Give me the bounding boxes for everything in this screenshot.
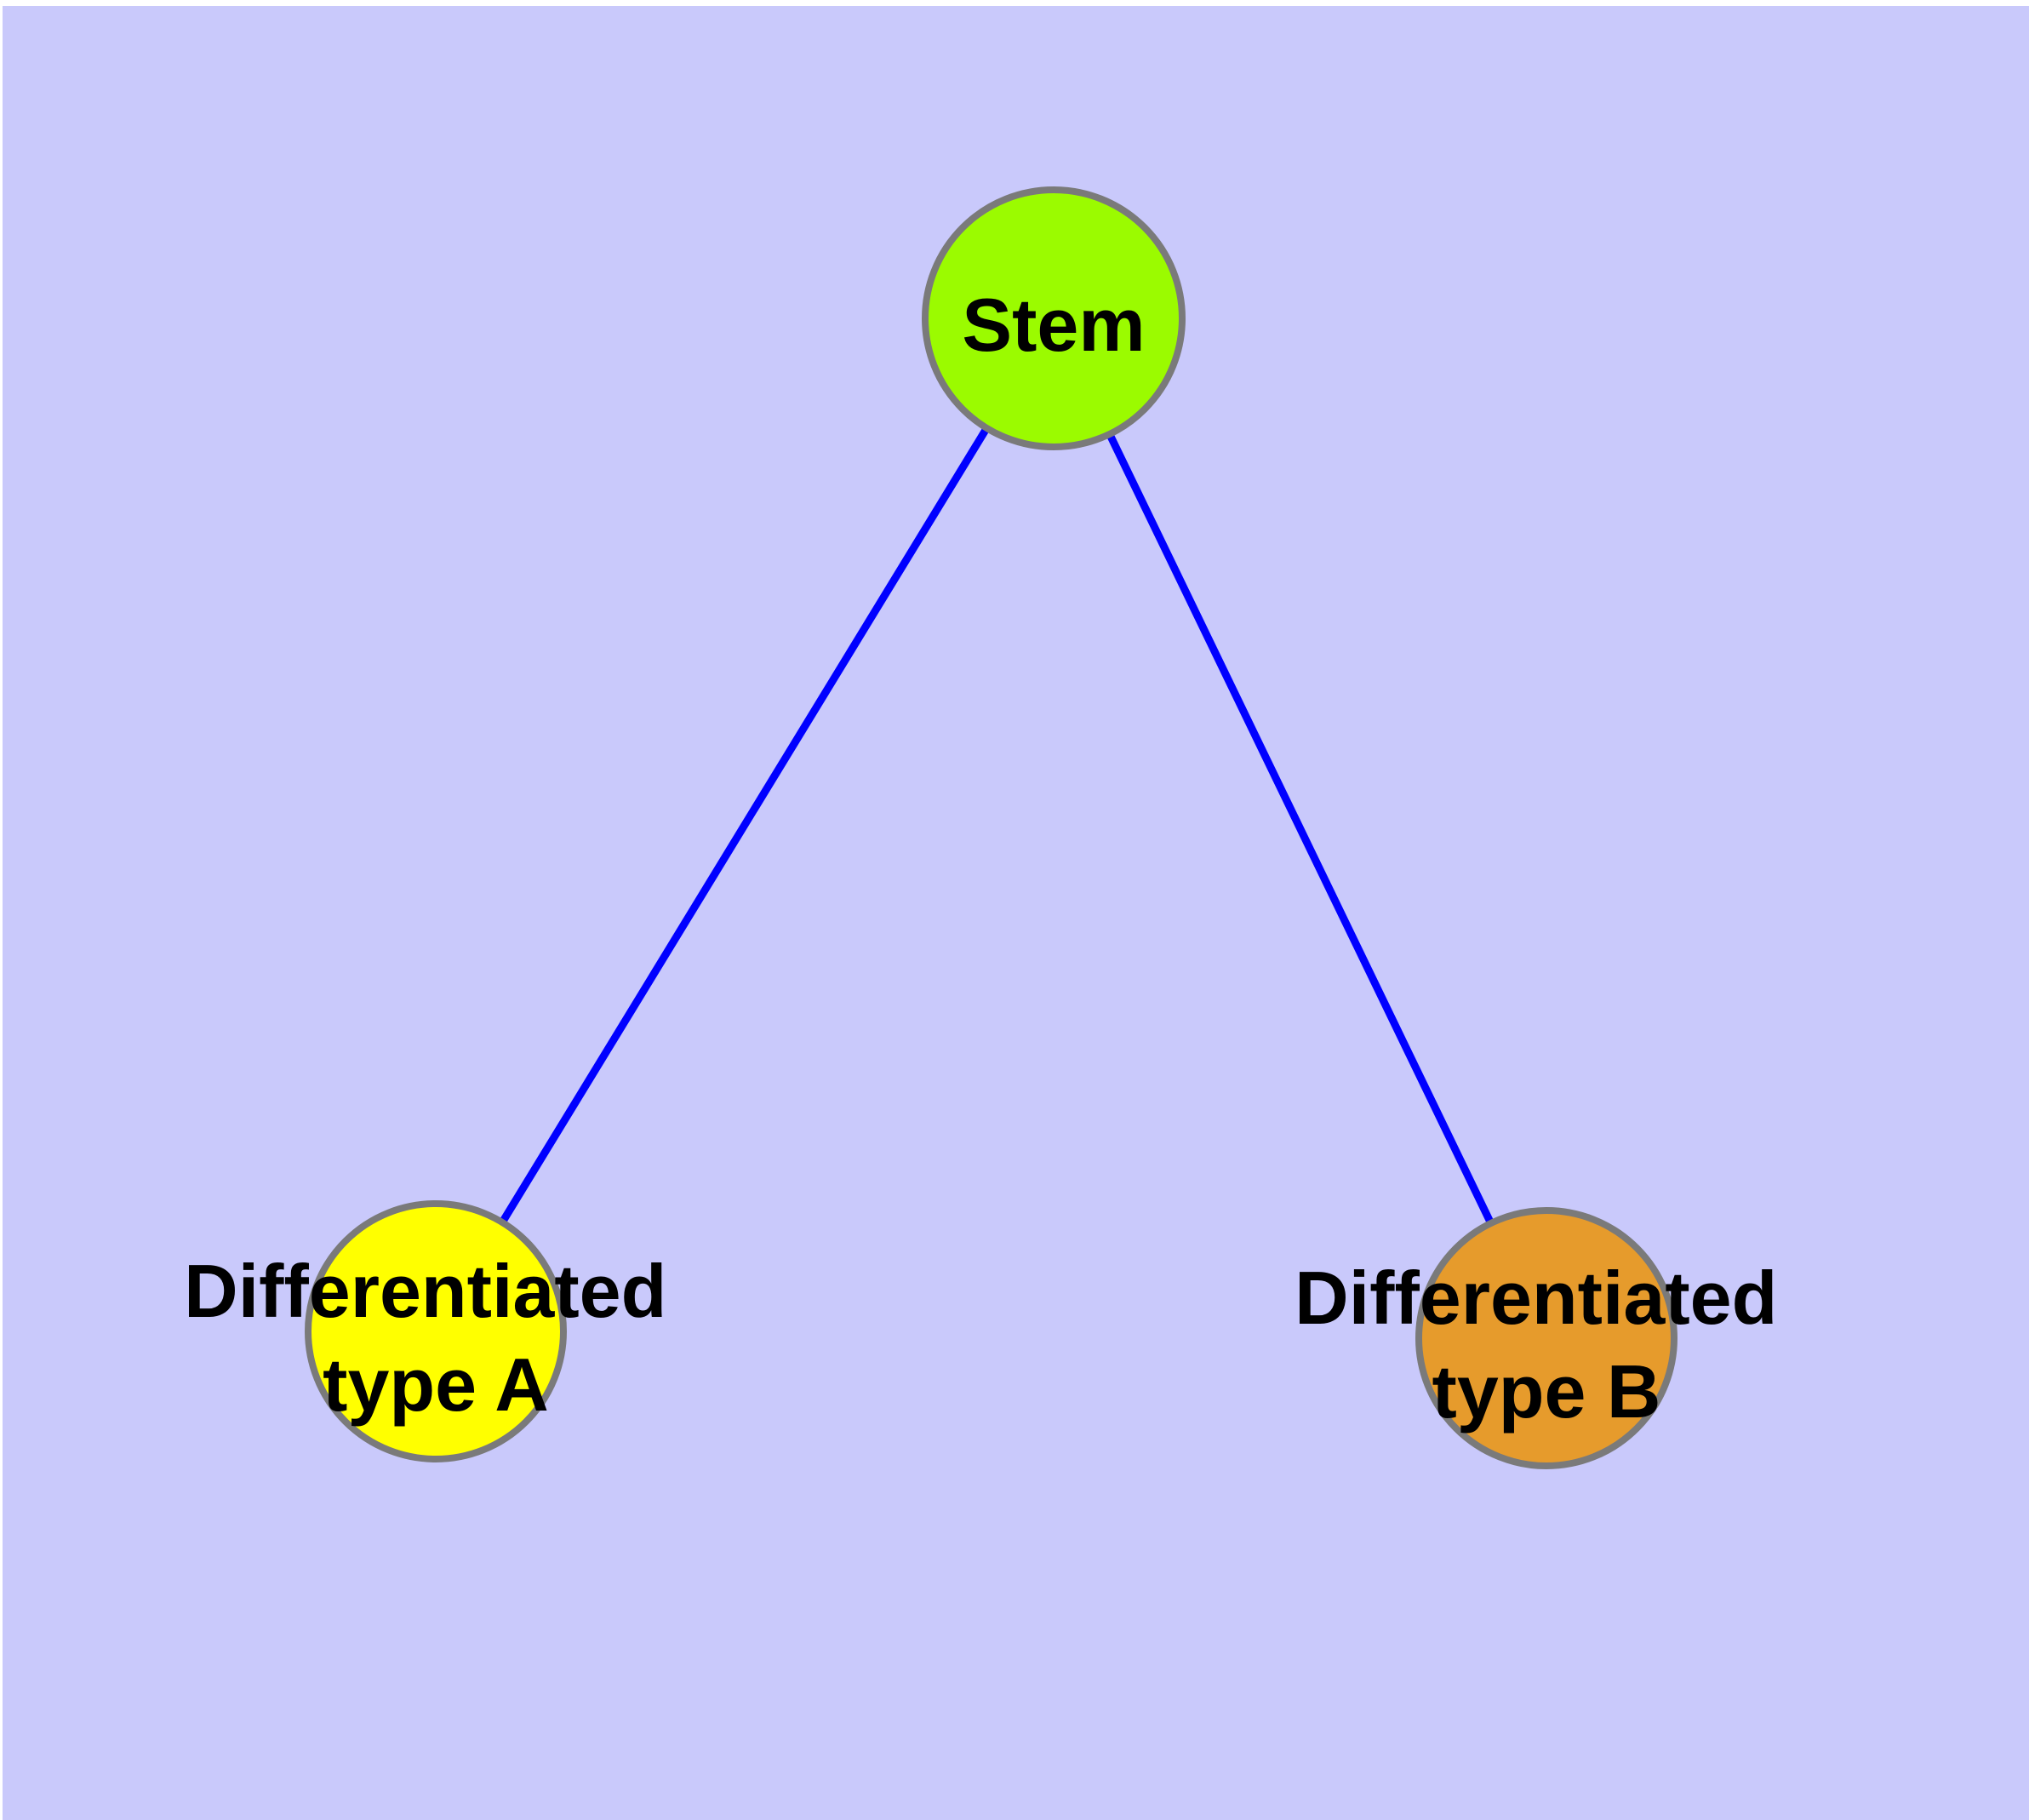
node-differentiated-type-b-label-line-1: Differentiated	[1295, 1256, 1777, 1340]
node-differentiated-type-b-label-line-2: type B	[1432, 1349, 1661, 1434]
node-differentiated-type-a: Differentiated type A	[184, 1200, 688, 1462]
edge-stem-to-type-b	[1049, 317, 1551, 1340]
node-differentiated-type-a-label: Differentiated type A	[184, 1249, 688, 1427]
node-stem-label: Stem	[962, 283, 1145, 367]
node-differentiated-type-b-circle	[1415, 1207, 1677, 1469]
node-differentiated-type-a-circle	[305, 1200, 567, 1462]
edges	[432, 316, 1551, 1340]
node-differentiated-type-b-label: Differentiated type B	[1295, 1256, 1798, 1434]
node-stem: Stem	[922, 186, 1186, 450]
node-differentiated-type-a-label-line-1: Differentiated	[184, 1249, 666, 1333]
node-stem-circle	[922, 186, 1186, 450]
edge-stem-to-type-a	[432, 316, 1057, 1334]
node-differentiated-type-b: Differentiated type B	[1295, 1207, 1798, 1469]
node-stem-label-line-1: Stem	[962, 283, 1145, 367]
node-differentiated-type-a-label-line-2: type A	[323, 1342, 549, 1427]
